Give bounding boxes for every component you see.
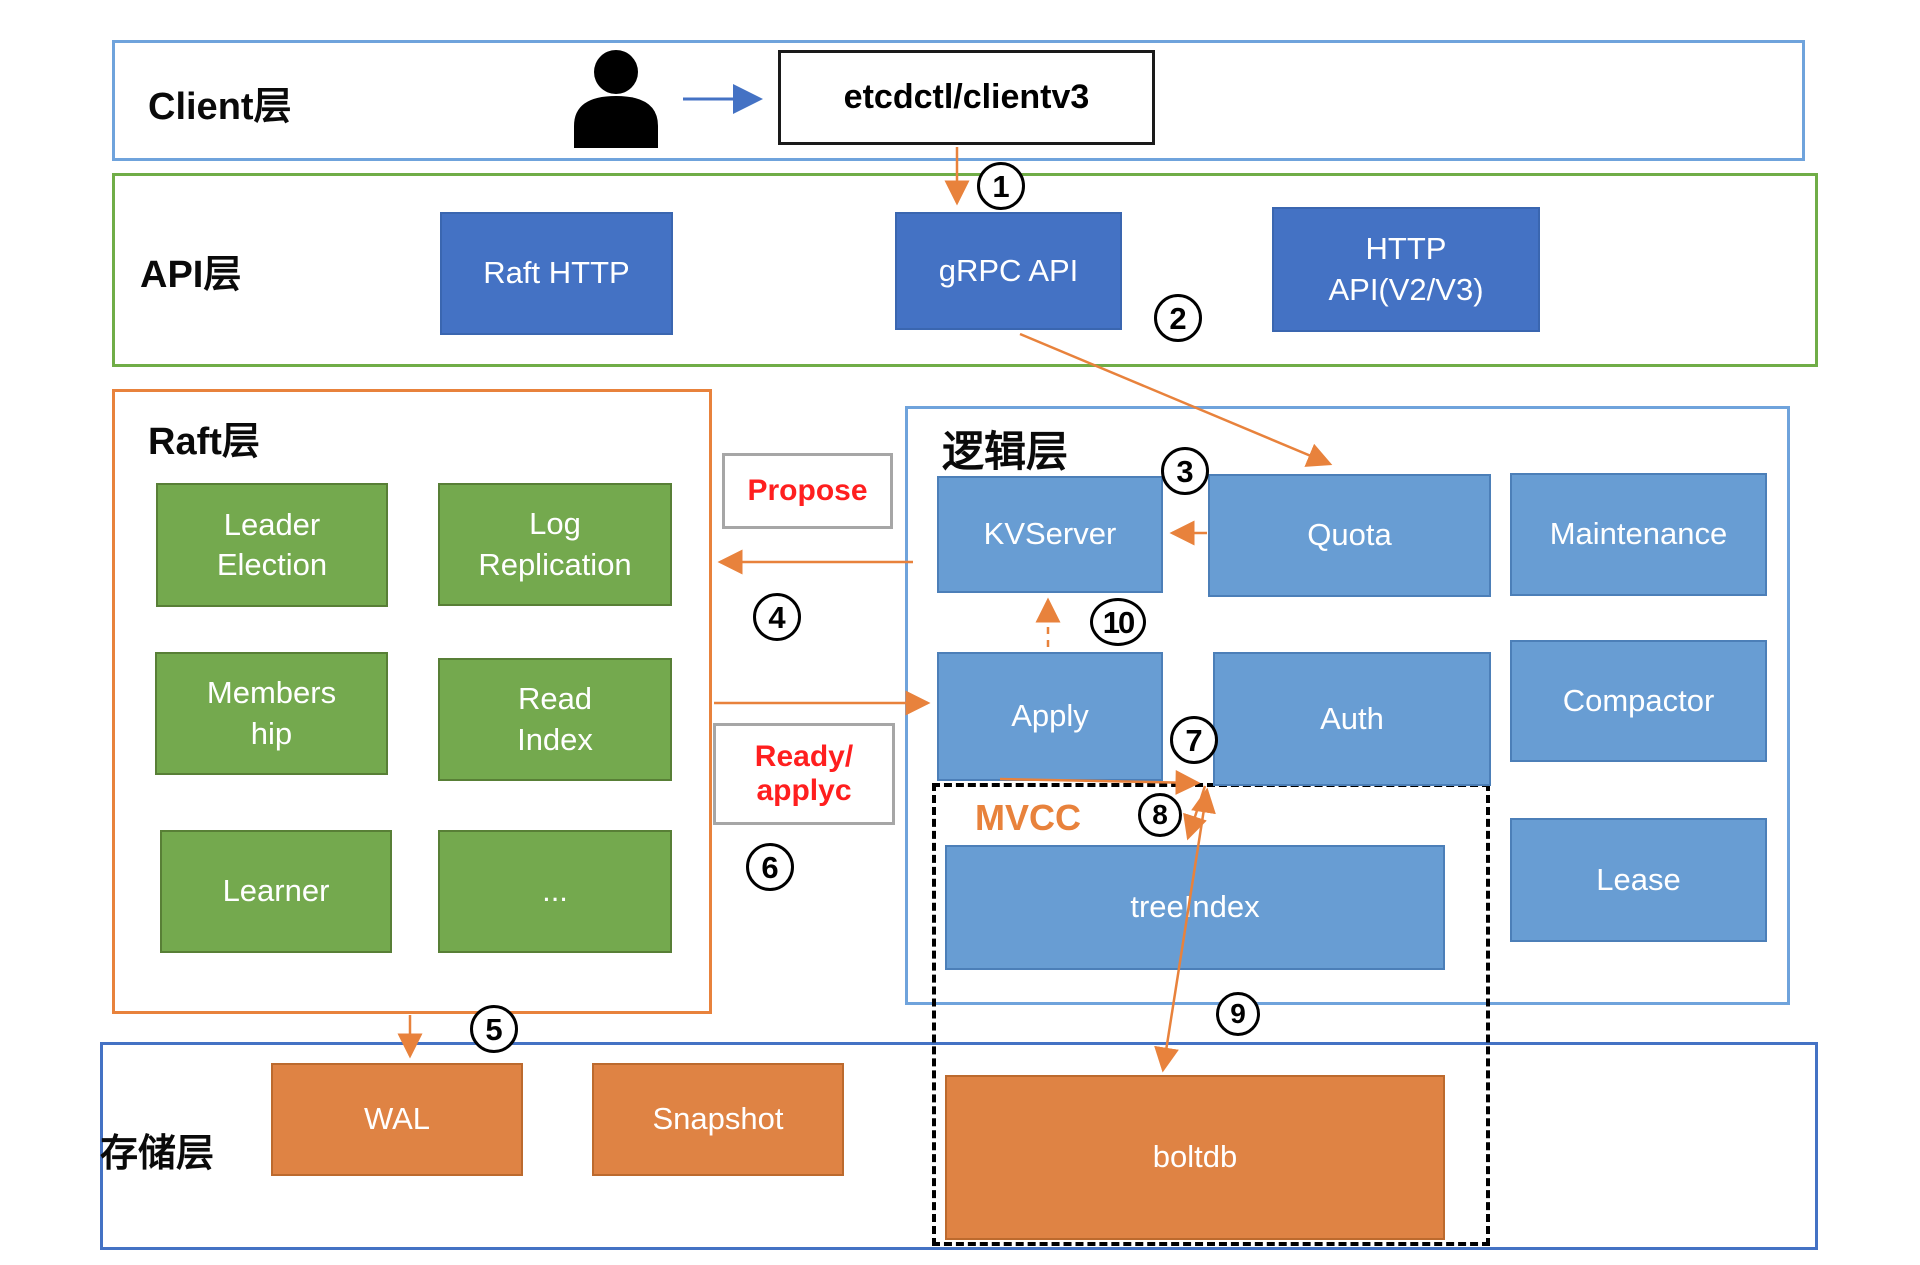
- apply-box: Apply: [937, 652, 1163, 781]
- storage-layer-label: 存储层: [100, 1133, 215, 1175]
- step-1-marker: 1: [977, 162, 1025, 210]
- wal-box: WAL: [271, 1063, 523, 1176]
- quota-box: Quota: [1208, 474, 1491, 597]
- step-2-marker: 2: [1154, 294, 1202, 342]
- raft-more-box: ...: [438, 830, 672, 953]
- ready-applyc-label-box: Ready/ applyc: [713, 723, 895, 825]
- propose-label-box: Propose: [722, 453, 893, 529]
- auth-box: Auth: [1213, 652, 1491, 786]
- kvserver-box: KVServer: [937, 476, 1163, 593]
- step-10-marker: 10: [1090, 598, 1146, 646]
- compactor-box: Compactor: [1510, 640, 1767, 762]
- etcdctl-clientv3-box: etcdctl/clientv3: [778, 50, 1155, 145]
- step-3-marker: 3: [1161, 447, 1209, 495]
- learner-box: Learner: [160, 830, 392, 953]
- log-replication-box: Log Replication: [438, 483, 672, 606]
- api-layer-label: API层: [140, 254, 242, 296]
- mvcc-label: MVCC: [975, 797, 1081, 838]
- grpc-api-box: gRPC API: [895, 212, 1122, 330]
- step-8-marker: 8: [1138, 793, 1182, 837]
- maintenance-box: Maintenance: [1510, 473, 1767, 596]
- membership-box: Members hip: [155, 652, 388, 775]
- step-7-marker: 7: [1170, 716, 1218, 764]
- lease-box: Lease: [1510, 818, 1767, 942]
- user-icon: [574, 50, 658, 148]
- http-api-box: HTTP API(V2/V3): [1272, 207, 1540, 332]
- step-9-marker: 9: [1216, 992, 1260, 1036]
- client-layer-label: Client层: [148, 86, 292, 128]
- step-4-marker: 4: [753, 593, 801, 641]
- leader-election-box: Leader Election: [156, 483, 388, 607]
- boltdb-box: boltdb: [945, 1075, 1445, 1240]
- snapshot-box: Snapshot: [592, 1063, 844, 1176]
- read-index-box: Read Index: [438, 658, 672, 781]
- treeindex-box: treeIndex: [945, 845, 1445, 970]
- step-6-marker: 6: [746, 843, 794, 891]
- raft-layer-label: Raft层: [148, 421, 260, 463]
- mvcc-box: [932, 783, 1490, 1246]
- step-5-marker: 5: [470, 1005, 518, 1053]
- logic-layer-label: 逻辑层: [942, 428, 1069, 475]
- raft-http-box: Raft HTTP: [440, 212, 673, 335]
